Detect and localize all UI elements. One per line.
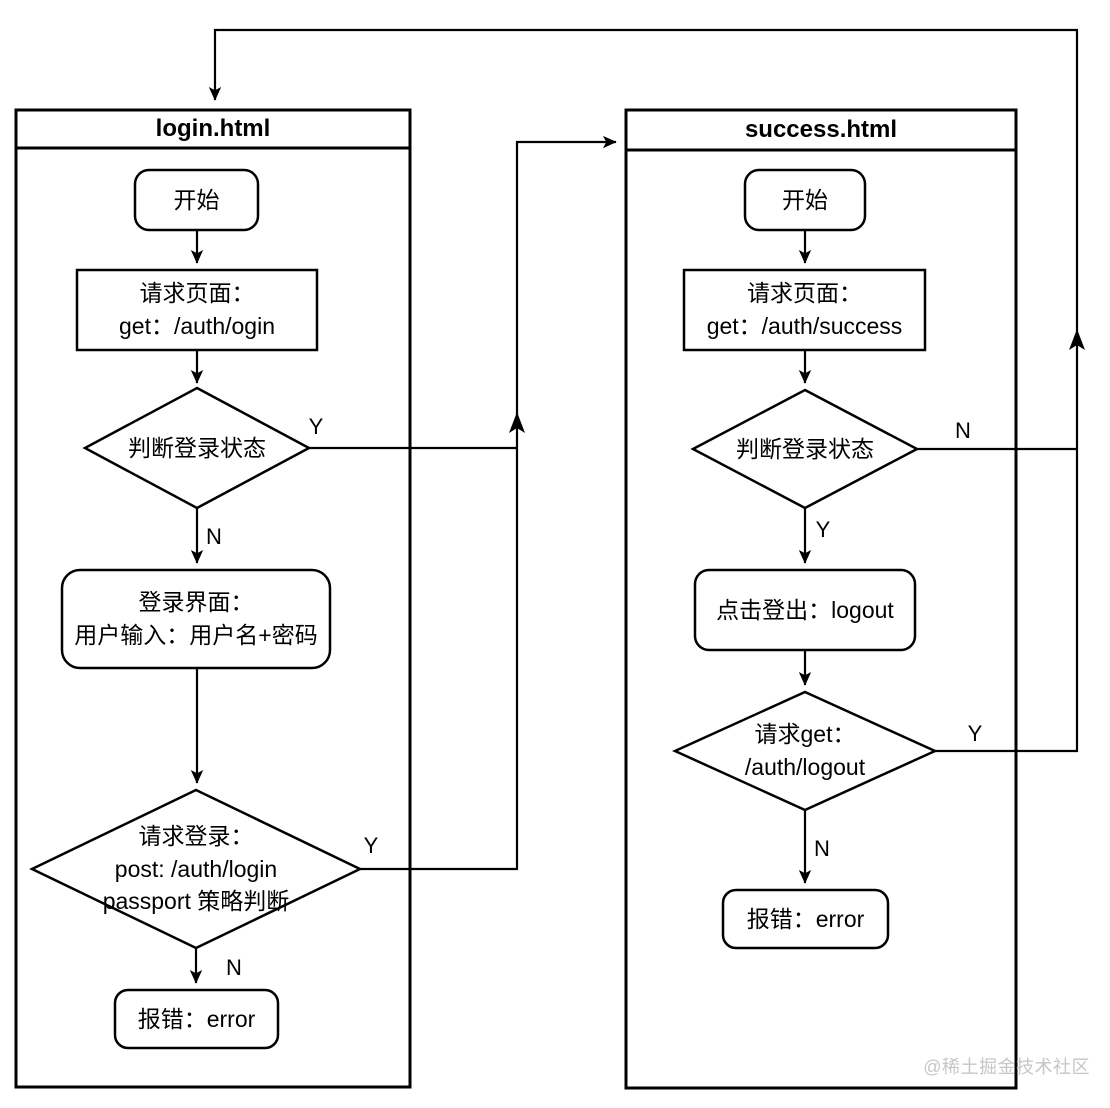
login-request-login-label: 请求登录： post: /auth/login passport 策略判断 [102, 823, 290, 915]
success-check-status-no-label: N [955, 418, 971, 443]
login-form-label: 登录界面： 用户输入：用户名+密码 [74, 589, 318, 648]
success-check-status-yes-label: Y [815, 517, 831, 542]
login-request-login-yes-label: Y [363, 833, 379, 858]
success-start-label: 开始 [782, 186, 828, 213]
login-check-status-no-label: N [206, 524, 222, 549]
edge-success-loop-to-login [208, 28, 1079, 753]
success-check-status-diamond [690, 388, 920, 510]
success-error-label: 报错：error [746, 905, 865, 932]
success-request-page-shape [682, 268, 927, 352]
login-flow-title: login.html [155, 114, 271, 142]
success-error-shape [721, 888, 890, 950]
arrowhead-merge-left-up [509, 412, 525, 433]
success-request-logout-label: 请求get： /auth/logout [744, 721, 866, 780]
login-check-status-diamond [82, 386, 312, 510]
login-request-login-diamond [29, 788, 363, 950]
watermark: @稀土掘金技术社区 [923, 1057, 1090, 1077]
login-request-page-label: 请求页面： get：/auth/ogin [118, 280, 275, 339]
login-request-login-no-label: N [226, 955, 242, 980]
arrowhead-merge-right-up [1069, 329, 1085, 350]
success-request-logout-yes-label: Y [967, 721, 983, 746]
success-request-page-label: 请求页面： get：/auth/success [706, 280, 903, 339]
success-check-status-label: 判断登录状态 [736, 435, 874, 462]
login-form-shape [60, 568, 332, 670]
login-request-page-shape [75, 268, 319, 352]
success-flow-title: success.html [744, 115, 898, 143]
edge-login-requestlogin-yes-to-success [360, 135, 617, 871]
login-start-label: 开始 [173, 186, 220, 213]
success-logout-label: 点击登出：logout [716, 596, 894, 623]
login-check-status-yes-label: Y [308, 414, 324, 439]
login-start-shape [133, 168, 260, 232]
success-start-shape [743, 168, 867, 232]
success-logout-shape [693, 568, 917, 652]
success-request-logout-diamond [671, 690, 939, 812]
login-check-status-label: 判断登录状态 [128, 434, 266, 461]
login-error-label: 报错：error [137, 1005, 256, 1032]
login-error-shape [113, 988, 280, 1050]
success-request-logout-no-label: N [814, 836, 830, 861]
